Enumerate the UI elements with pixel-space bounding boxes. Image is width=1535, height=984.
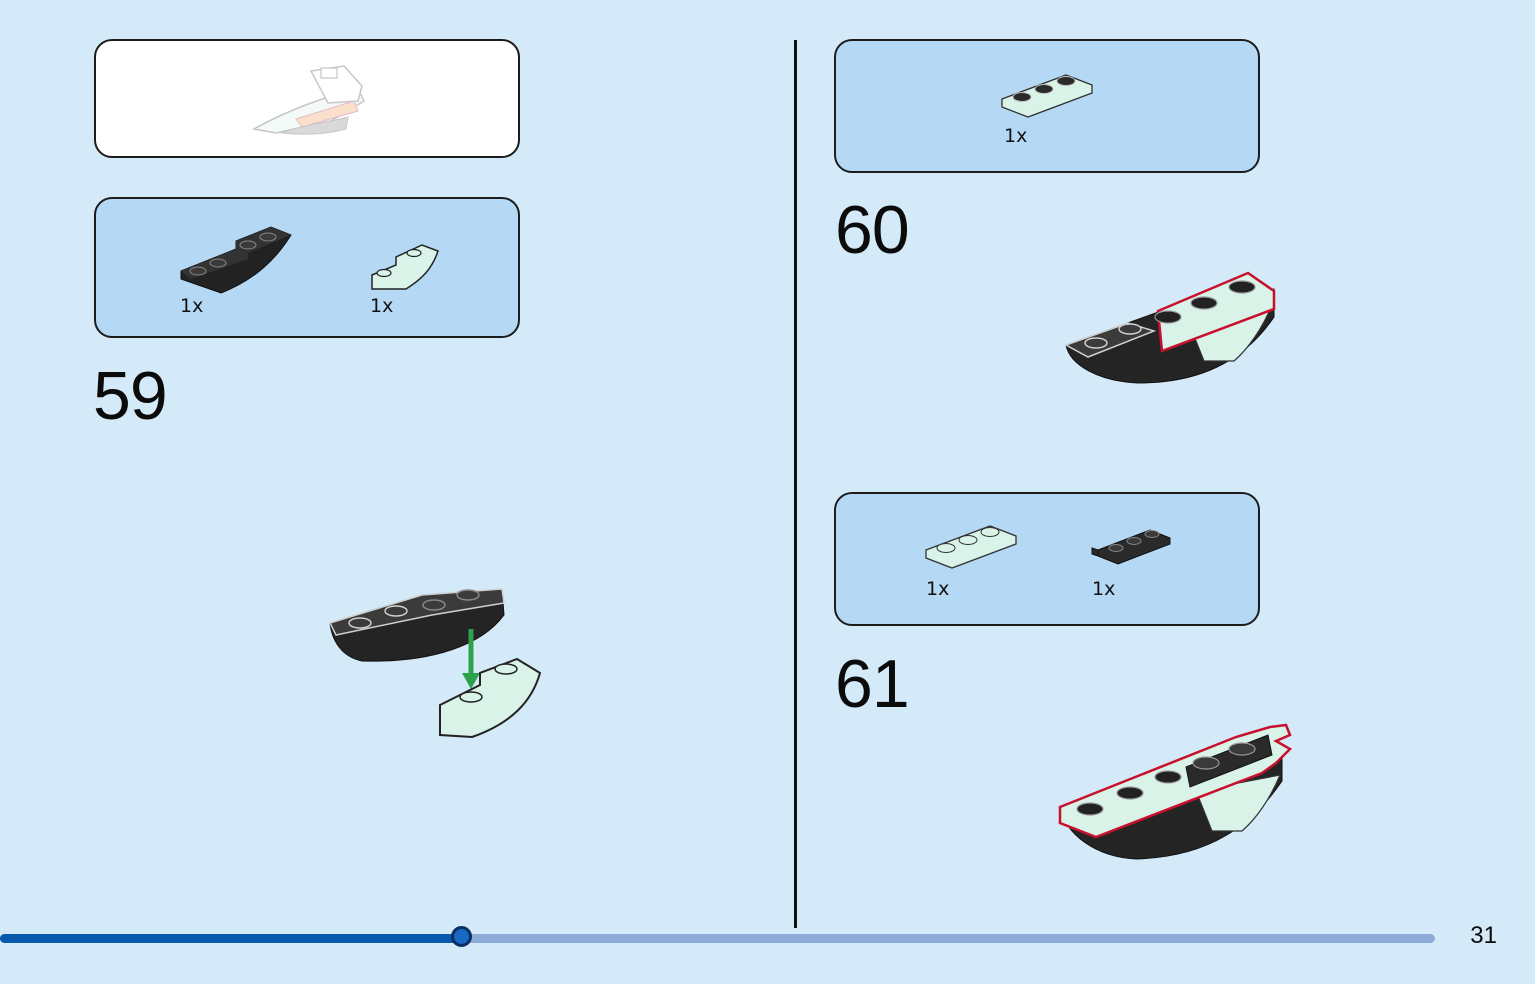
part-quantity-label: 1x bbox=[180, 295, 204, 317]
parts-box-step-61: 1x 1x bbox=[834, 492, 1260, 626]
step-number-59: 59 bbox=[93, 358, 168, 434]
mint-plate-1x3-icon bbox=[1001, 74, 1093, 118]
part-quantity-label: 1x bbox=[1092, 578, 1116, 600]
part-quantity-label: 1x bbox=[926, 578, 950, 600]
step-59-assembly-image bbox=[328, 588, 542, 739]
page-divider bbox=[794, 40, 797, 928]
parts-box-step-59: 1x 1x bbox=[94, 197, 520, 338]
step-61-assembly-image bbox=[1058, 723, 1293, 860]
preview-box bbox=[94, 39, 520, 158]
parts-box-step-60: 1x bbox=[834, 39, 1260, 173]
progress-indicator bbox=[451, 926, 472, 947]
boat-preview-image bbox=[251, 65, 365, 135]
step-number-61: 61 bbox=[835, 646, 910, 722]
page-number: 31 bbox=[1470, 922, 1497, 949]
black-curved-slope-brick-icon bbox=[180, 226, 292, 294]
mint-inverted-slope-brick-icon bbox=[371, 244, 439, 290]
black-clip-plate-icon bbox=[1091, 529, 1171, 565]
part-quantity-label: 1x bbox=[1004, 125, 1028, 147]
mint-plate-1x3-icon bbox=[925, 525, 1017, 569]
progress-bar bbox=[0, 926, 1435, 947]
part-quantity-label: 1x bbox=[370, 295, 394, 317]
step-number-60: 60 bbox=[835, 192, 910, 268]
progress-fill bbox=[0, 934, 461, 943]
step-60-assembly-image bbox=[1064, 271, 1276, 384]
